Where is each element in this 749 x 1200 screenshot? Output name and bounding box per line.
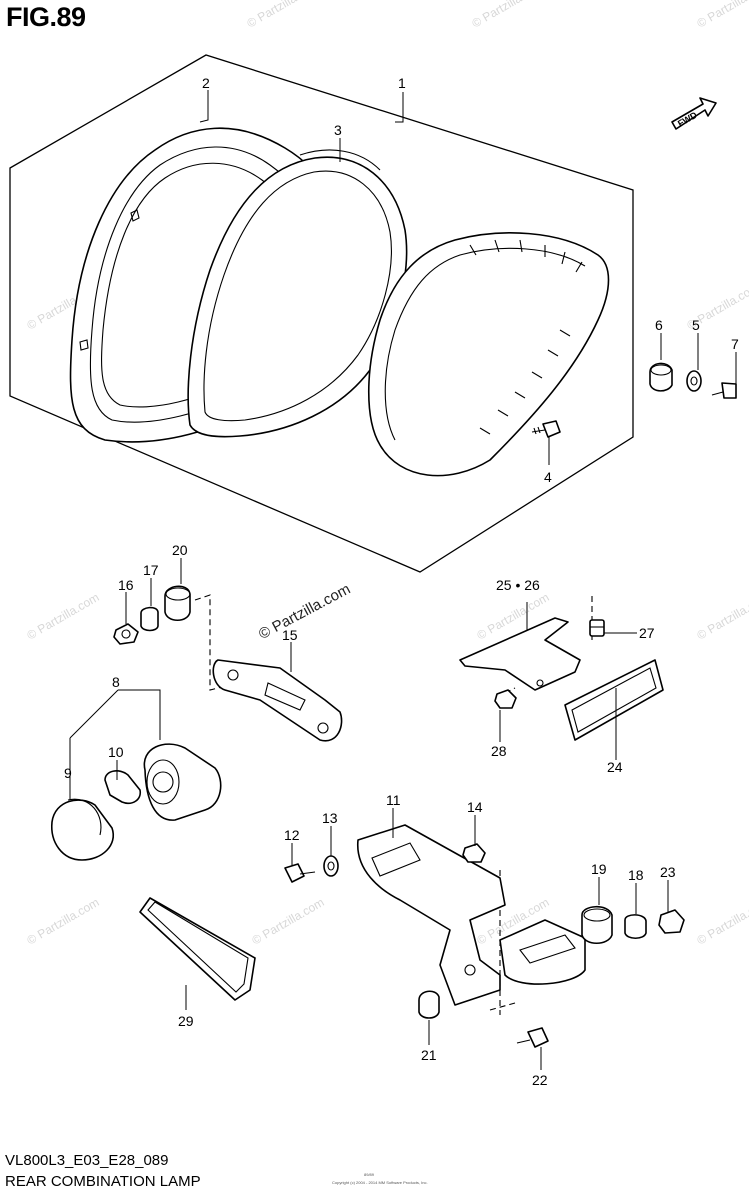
- reflector-part-29: [139, 897, 256, 1001]
- screw-part-7: [711, 382, 737, 399]
- callout-21: 21: [421, 1047, 437, 1063]
- svg-text:© Partzilla.com: © Partzilla.com: [245, 0, 322, 31]
- bulb-part-10: [104, 770, 142, 805]
- bracket-part-11: [357, 824, 586, 1006]
- svg-text:© Partzilla.com: © Partzilla.com: [695, 0, 749, 31]
- callout-12: 12: [284, 827, 300, 843]
- nut-part-28: [494, 689, 517, 709]
- lamp-body-part-1: [367, 232, 610, 477]
- bracket-part-15: [212, 659, 343, 742]
- diagram-name: REAR COMBINATION LAMP: [5, 1173, 201, 1190]
- callout-19: 19: [591, 861, 607, 877]
- callout-25-26: 25 • 26: [496, 577, 540, 593]
- callout-23: 23: [660, 864, 676, 880]
- svg-text:© Partzilla.com: © Partzilla.com: [695, 895, 749, 948]
- callout-11: 11: [386, 792, 401, 808]
- callout-8: 8: [112, 674, 120, 690]
- svg-text:© Partzilla.com: © Partzilla.com: [25, 895, 102, 948]
- assembly-outline: [9, 54, 634, 573]
- callout-28: 28: [491, 743, 507, 759]
- callout-27: 27: [639, 625, 655, 641]
- washer-part-5: [686, 370, 702, 392]
- model-code: VL800L3_E03_E28_089: [5, 1152, 169, 1169]
- callout-6: 6: [655, 317, 663, 333]
- bolt-part-22: [516, 1027, 549, 1048]
- grommet-part-20: [164, 585, 191, 622]
- callout-17: 17: [143, 562, 159, 578]
- reflector-part-24: [564, 659, 664, 741]
- callout-22: 22: [532, 1072, 548, 1088]
- callout-7: 7: [731, 336, 739, 352]
- figure-title: FIG.89: [6, 2, 86, 32]
- callout-20: 20: [172, 542, 188, 558]
- bracket-part-25-26: [459, 617, 581, 691]
- nut-part-16: [113, 623, 139, 645]
- bolt-part-12: [284, 863, 316, 883]
- fwd-arrow-icon: FWD: [671, 97, 717, 130]
- screw-part-4: [531, 420, 561, 438]
- callout-4: 4: [544, 469, 552, 485]
- callout-18: 18: [628, 867, 644, 883]
- bushing-part-18: [624, 914, 647, 940]
- svg-text:© Partzilla.com: © Partzilla.com: [25, 590, 102, 643]
- svg-text:© Partzilla.com: © Partzilla.com: [695, 590, 749, 643]
- grommet-part-6: [649, 362, 673, 392]
- socket-part-8: [143, 743, 222, 821]
- leader-lines: [69, 90, 737, 1070]
- nut-part-14: [462, 843, 486, 863]
- callout-labels: 1 2 3 4 6 5 7 20 17 16 15 8 9 10 25 • 26…: [64, 75, 739, 1088]
- callout-1: 1: [398, 75, 406, 91]
- callout-2: 2: [202, 75, 210, 91]
- callout-15: 15: [282, 627, 298, 643]
- callout-10: 10: [108, 744, 124, 760]
- bushing-part-17: [140, 606, 159, 632]
- callout-9: 9: [64, 765, 72, 781]
- callout-5: 5: [692, 317, 700, 333]
- callout-16: 16: [118, 577, 134, 593]
- nut-part-23: [658, 909, 685, 934]
- washer-part-13: [323, 855, 339, 877]
- svg-text:© Partzilla.com: © Partzilla.com: [250, 895, 327, 948]
- housing-part-3: [187, 149, 408, 438]
- callout-14: 14: [467, 799, 483, 815]
- callout-13: 13: [322, 810, 338, 826]
- screw-part-27: [589, 619, 605, 637]
- figure-code: 89/89: [364, 1172, 375, 1177]
- grommet-part-19: [581, 905, 613, 945]
- copyright-text: Copyright (c) 2004 - 2014 MM Software Pr…: [332, 1180, 428, 1185]
- callout-24: 24: [607, 759, 623, 775]
- bushing-part-21: [418, 990, 440, 1019]
- svg-text:© Partzilla.com: © Partzilla.com: [470, 0, 547, 31]
- lens-part-9: [51, 798, 115, 861]
- callout-29: 29: [178, 1013, 194, 1029]
- callout-3: 3: [334, 122, 342, 138]
